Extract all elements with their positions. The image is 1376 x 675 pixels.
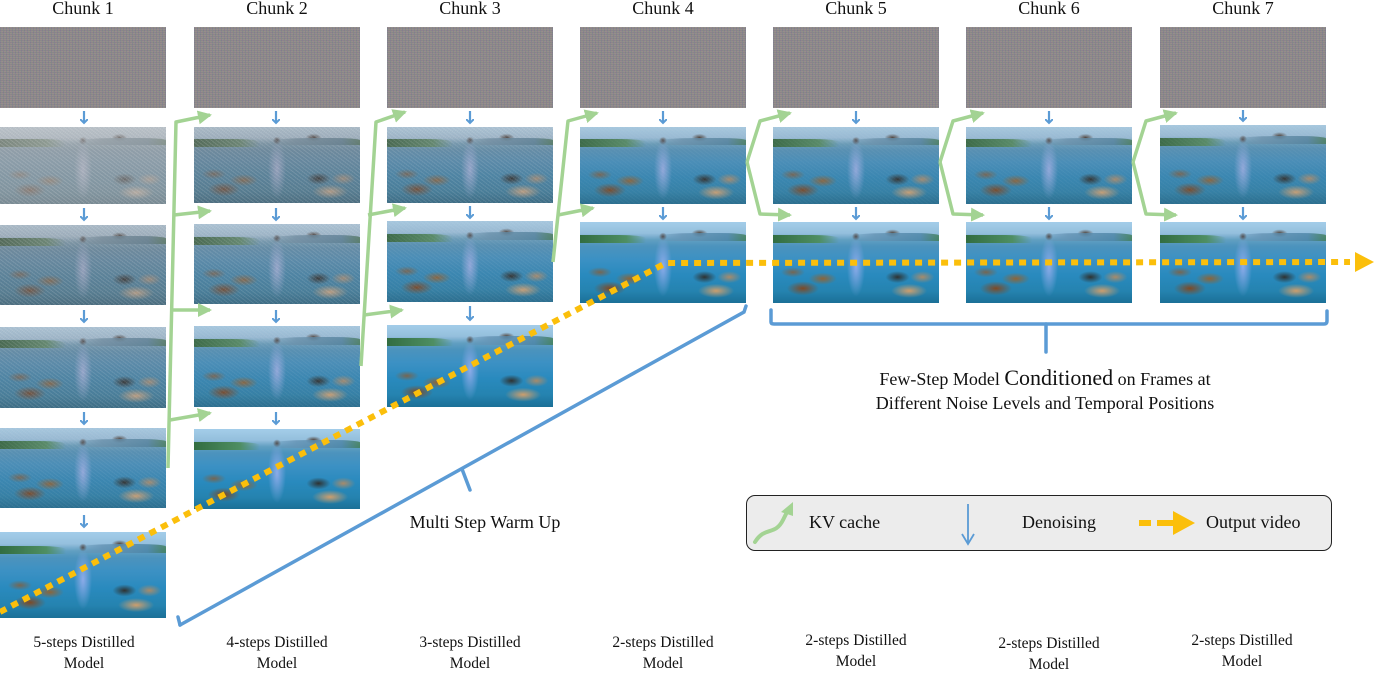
legend-kv-cache-label: KV cache [809, 512, 881, 532]
frame-chunk-4-step-2 [580, 222, 746, 303]
denoising-icon [961, 504, 975, 546]
model-label-chunk-7: 2-steps Distilled Model [1152, 630, 1332, 672]
model-label-line1: 2-steps Distilled [805, 632, 907, 649]
warmup-caption: Multi Step Warm Up [409, 512, 561, 532]
model-label-chunk-4: 2-steps Distilled Model [573, 632, 753, 674]
frame-chunk-2-step-4 [194, 429, 360, 509]
model-label-line1: 2-steps Distilled [612, 634, 714, 651]
conditioned-caption-part2: on Frames at [1113, 369, 1211, 389]
model-label-line2: Model [449, 655, 491, 672]
noise-frame-chunk-2 [194, 27, 360, 108]
chunk-1-title: Chunk 1 [52, 0, 114, 18]
model-label-line2: Model [642, 655, 684, 672]
conditioned-caption-part1: Few-Step Model [879, 369, 1005, 389]
model-label-chunk-5: 2-steps Distilled Model [766, 630, 946, 672]
model-label-line2: Model [835, 653, 877, 670]
frame-chunk-6-step-1 [966, 127, 1132, 204]
frame-chunk-1-step-4 [0, 428, 166, 508]
chunk-5-title: Chunk 5 [825, 0, 887, 18]
model-label-line1: 4-steps Distilled [226, 634, 328, 651]
legend-box: KV cache Denoising Output video [746, 495, 1332, 551]
model-label-chunk-1: 5-steps Distilled Model [0, 632, 174, 674]
frame-chunk-3-step-2 [387, 221, 553, 302]
frame-chunk-2-step-1 [194, 127, 360, 203]
output-video-icon [1139, 511, 1195, 535]
frame-chunk-3-step-1 [387, 127, 553, 203]
frame-chunk-3-step-3 [387, 325, 553, 407]
noise-frame-chunk-7 [1160, 27, 1326, 108]
conditioned-bracket [769, 308, 1329, 354]
frame-chunk-7-step-2 [1160, 222, 1326, 303]
frame-chunk-5-step-1 [773, 127, 939, 204]
noise-frame-chunk-6 [966, 27, 1132, 108]
model-label-line2: Model [1028, 656, 1070, 673]
model-label-chunk-6: 2-steps Distilled Model [959, 633, 1139, 675]
legend-output-video-label: Output video [1206, 512, 1301, 532]
model-label-line1: 3-steps Distilled [419, 634, 521, 651]
noise-frame-chunk-1 [0, 27, 166, 108]
noise-frame-chunk-5 [773, 27, 939, 108]
model-label-line2: Model [256, 655, 298, 672]
conditioned-caption-emphasis: Conditioned [1004, 365, 1114, 390]
frame-chunk-1-step-2 [0, 225, 166, 305]
model-label-chunk-2: 4-steps Distilled Model [187, 632, 367, 674]
frame-chunk-2-step-2 [194, 224, 360, 304]
frame-chunk-1-step-1 [0, 127, 166, 204]
chunk-4-title: Chunk 4 [632, 0, 694, 18]
chunk-3-title: Chunk 3 [439, 0, 501, 18]
model-label-line1: 5-steps Distilled [33, 634, 135, 651]
frame-chunk-4-step-1 [580, 127, 746, 204]
frame-chunk-2-step-3 [194, 326, 360, 407]
model-label-line1: 2-steps Distilled [998, 635, 1100, 652]
conditioned-caption-line2: Different Noise Levels and Temporal Posi… [875, 393, 1215, 413]
model-label-line1: 2-steps Distilled [1191, 632, 1293, 649]
kv-cache-icon [753, 502, 793, 544]
chunk-6-title: Chunk 6 [1018, 0, 1080, 18]
noise-frame-chunk-4 [580, 27, 746, 108]
conditioned-caption: Few-Step Model Conditioned on Frames at … [760, 366, 1330, 415]
chunk-7-title: Chunk 7 [1212, 0, 1274, 18]
model-label-chunk-3: 3-steps Distilled Model [380, 632, 560, 674]
frame-chunk-1-step-3 [0, 327, 166, 408]
chunk-2-title: Chunk 2 [246, 0, 308, 18]
frame-chunk-5-step-2 [773, 222, 939, 303]
noise-frame-chunk-3 [387, 27, 553, 108]
frame-chunk-7-step-1 [1160, 125, 1326, 204]
legend-denoising-label: Denoising [1022, 512, 1096, 532]
frame-chunk-6-step-2 [966, 222, 1132, 303]
model-label-line2: Model [1221, 653, 1263, 670]
frame-chunk-1-step-5 [0, 532, 166, 618]
model-label-line2: Model [63, 655, 105, 672]
